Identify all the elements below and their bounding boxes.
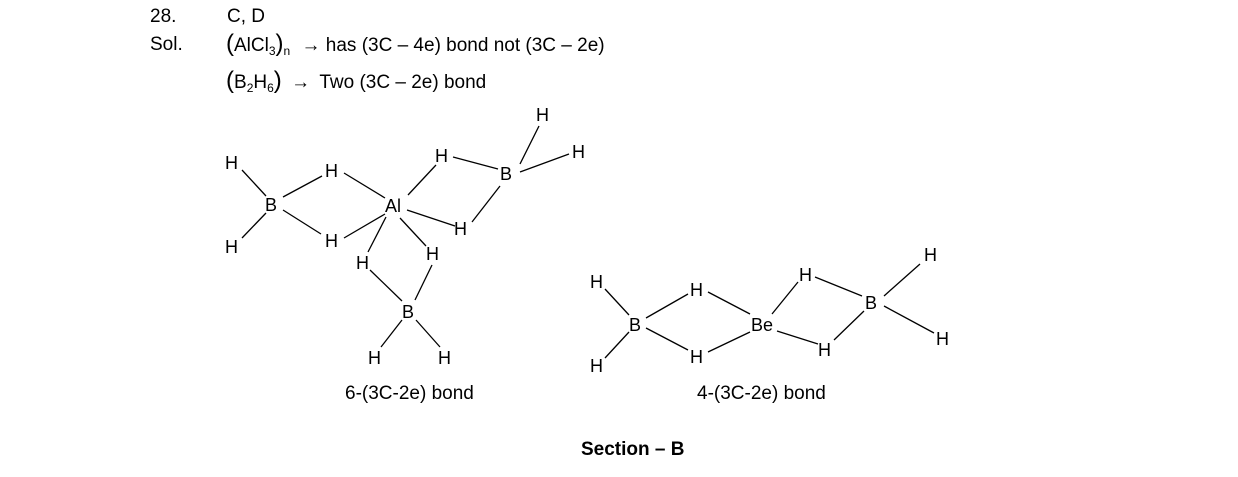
atom-h: H [690,347,703,367]
atom-h: H [454,219,467,239]
structure-al: H B H H H Al H B H H H H H B H H [225,105,585,368]
solution-line-2: (B2H6) → Two (3C – 2e) bond [226,67,487,95]
solution-line-1-text: has (3C – 4e) bond not (3C – 2e) [325,35,605,56]
question-number: 28. [150,6,177,27]
atom-h: H [435,146,448,166]
atom-h: H [438,348,451,368]
reaction-arrow: → [301,35,321,56]
atom-b: B [500,164,512,184]
atom-b: B [402,302,414,322]
atom-h: H [426,244,439,264]
solution-line-1: (AlCl3)n → has (3C – 4e) bond not (3C – … [226,30,605,58]
atom-h: H [536,105,549,125]
structure-be: H B H H H Be H B H H H [590,245,949,376]
reaction-arrow: → [291,72,311,93]
atom-h: H [590,356,603,376]
atom-h: H [936,329,949,349]
atom-al: Al [385,196,401,216]
caption-al-structure: 6-(3C-2e) bond [345,383,474,404]
section-heading: Section – B [581,439,685,460]
atom-h: H [572,142,585,162]
solution-label: Sol. [150,34,183,55]
atom-h: H [590,272,603,292]
answer-options: C, D [227,6,265,27]
atom-h: H [356,253,369,273]
atom-h: H [325,161,338,181]
atom-h: H [799,265,812,285]
atom-h: H [818,340,831,360]
atom-h: H [924,245,937,265]
atom-b: B [865,293,877,313]
atom-h: H [225,237,238,257]
atom-b: B [265,195,277,215]
atom-be: Be [751,315,773,335]
formula-alcl3: AlCl [234,35,269,56]
solution-line-2-text: Two (3C – 2e) bond [319,72,487,93]
atom-h: H [225,153,238,173]
atom-b: B [629,315,641,335]
caption-be-structure: 4-(3C-2e) bond [697,383,826,404]
atom-h: H [690,280,703,300]
atom-h: H [325,231,338,251]
atom-h: H [368,348,381,368]
